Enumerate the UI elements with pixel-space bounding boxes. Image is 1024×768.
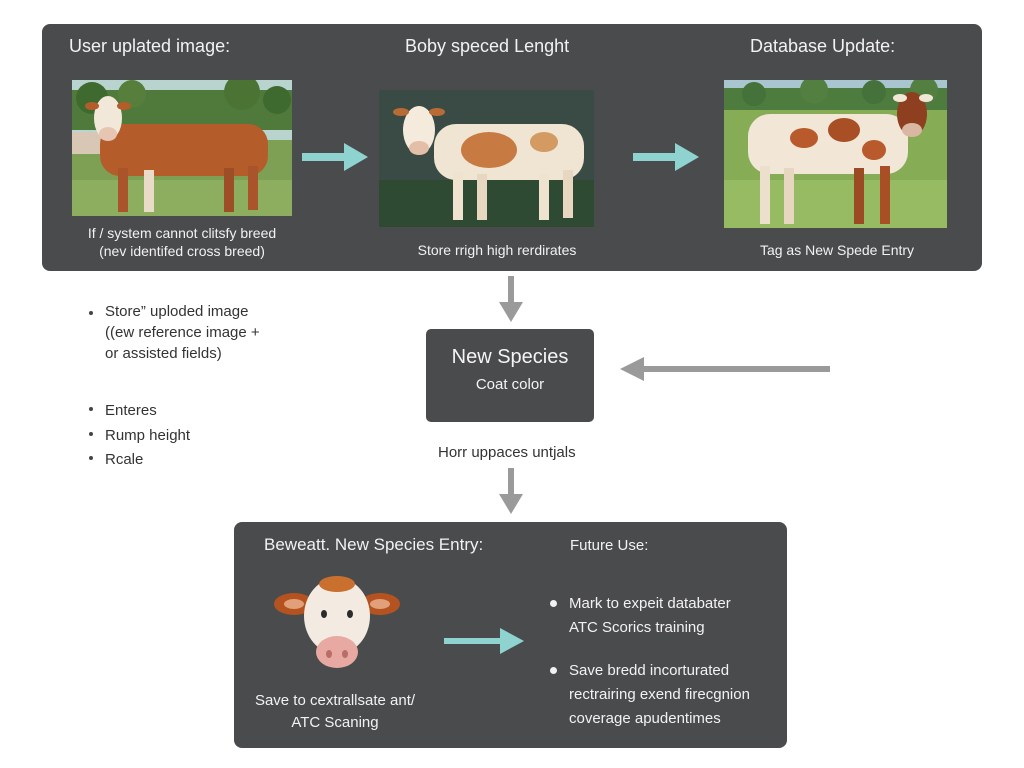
list-item: Rcale <box>85 448 190 473</box>
bottom-entry-panel: Beweatt. New Species Entry: Future Use: … <box>234 522 787 748</box>
left-notes-continuation: ((ew reference image + or assisted field… <box>105 323 260 364</box>
new-species-subtitle: Coat color <box>426 376 594 393</box>
database-update-heading: Database Update: <box>750 36 895 57</box>
list-item: Rump height <box>85 424 190 449</box>
new-species-entry-caption-line1: Save to cextrallsate ant/ <box>234 690 436 712</box>
new-species-entry-caption: Save to cextrallsate ant/ ATC Scaning <box>234 690 436 734</box>
list-item: Store” uploded image <box>85 303 248 320</box>
middle-caption: Horr uppaces untjals <box>438 443 576 464</box>
uploaded-image-caption-line2: (nev identifed cross breed) <box>62 242 302 260</box>
left-notes-continuation-line1: ((ew reference image + <box>105 323 260 344</box>
left-notes-continuation-line2: or assisted fields) <box>105 344 260 365</box>
future-use-item-1-line2: ATC Scorics training <box>569 616 750 640</box>
database-update-caption: Tag as New Spede Entry <box>712 241 962 259</box>
list-item: Enteres <box>85 399 190 424</box>
grey-down-arrow-icon <box>498 468 524 516</box>
future-use-list: Mark to expeit databater ATC Scorics tra… <box>550 592 750 731</box>
body-length-caption: Store rrigh high rerdirates <box>372 241 622 259</box>
future-use-item-1-line1: Mark to expeit databater <box>569 592 750 616</box>
grey-left-arrow-icon <box>620 356 830 382</box>
future-use-item-2-line2: rectrairing exend firecgnion <box>569 683 750 707</box>
body-length-cow-photo <box>379 90 594 227</box>
new-species-box: New Species Coat color <box>426 329 594 422</box>
new-species-title: New Species <box>426 346 594 369</box>
top-process-panel: User uplated image: Boby speced Lenght D… <box>42 24 982 271</box>
teal-right-arrow-icon <box>444 626 526 656</box>
future-use-item-2-line3: coverage apudentimes <box>569 707 750 731</box>
uploaded-image-heading: User uplated image: <box>69 36 230 57</box>
body-length-heading: Boby speced Lenght <box>405 36 569 57</box>
teal-right-arrow-icon <box>302 142 370 172</box>
uploaded-image-caption-line1: If / system cannot clitsfy breed <box>62 224 302 242</box>
new-species-entry-caption-line2: ATC Scaning <box>234 712 436 734</box>
left-notes-list-1: Store” uploded image <box>85 303 248 320</box>
future-use-item-2-line1: Save bredd incorturated <box>569 659 750 683</box>
database-cow-photo <box>724 80 947 228</box>
future-use-item-2: Save bredd incorturated rectrairing exen… <box>550 659 750 731</box>
new-species-entry-heading: Beweatt. New Species Entry: <box>264 535 483 555</box>
future-use-heading: Future Use: <box>570 537 648 554</box>
grey-down-arrow-icon <box>498 276 524 324</box>
cow-face-icon <box>272 574 402 680</box>
uploaded-image-caption: If / system cannot clitsfy breed (nev id… <box>62 224 302 260</box>
left-notes-list-2: Enteres Rump height Rcale <box>85 399 190 473</box>
uploaded-cow-photo <box>72 80 292 216</box>
teal-right-arrow-icon <box>633 142 701 172</box>
future-use-item-1: Mark to expeit databater ATC Scorics tra… <box>550 592 750 640</box>
